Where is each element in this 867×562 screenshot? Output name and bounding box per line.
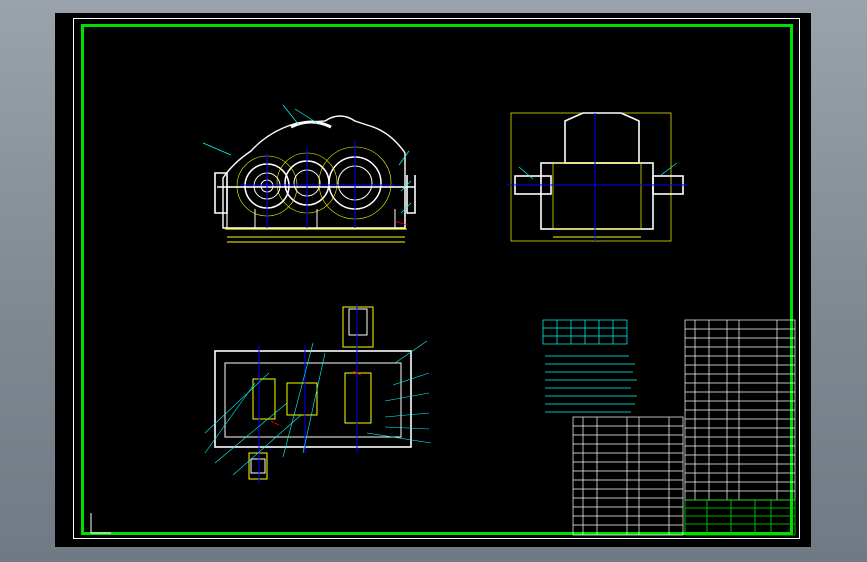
cad-drawing — [90, 104, 796, 536]
parts-list-left[interactable] — [572, 416, 684, 536]
sheet-frame — [73, 18, 800, 539]
drawing-viewport[interactable] — [55, 13, 811, 547]
front-view[interactable] — [202, 104, 416, 243]
parts-list-right[interactable] — [684, 319, 796, 501]
ucs-icon — [90, 513, 111, 534]
spec-table[interactable] — [542, 319, 637, 413]
top-view[interactable] — [204, 303, 432, 483]
title-border — [81, 24, 793, 535]
side-view[interactable] — [507, 112, 687, 242]
title-block[interactable] — [684, 499, 796, 536]
